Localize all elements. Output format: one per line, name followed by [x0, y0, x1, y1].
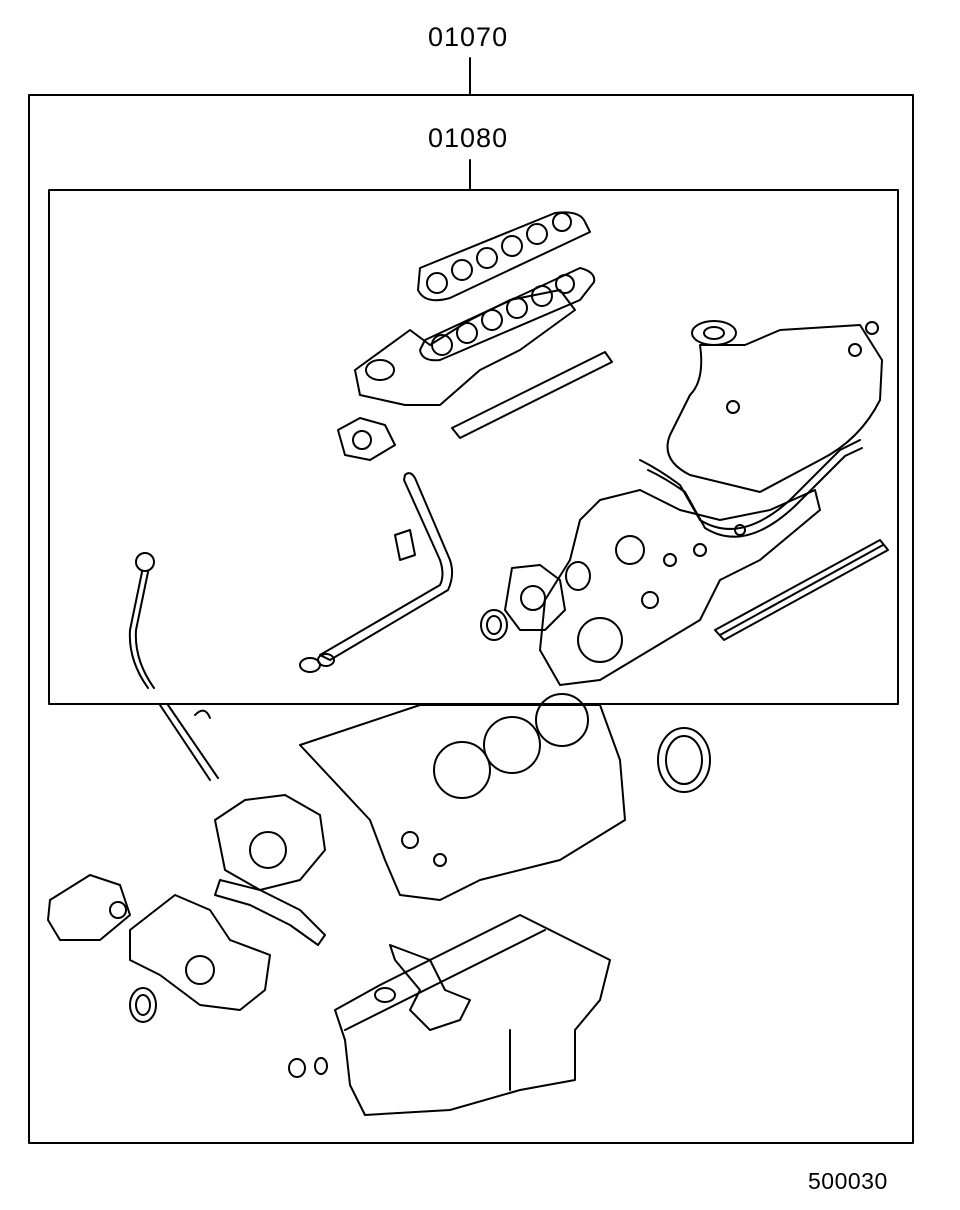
oil-strainer[interactable] [374, 944, 471, 1031]
crankshaft-rear-oil-seal[interactable] [657, 727, 711, 793]
oil-dipstick[interactable] [128, 552, 155, 689]
outer-kit-frame [28, 94, 914, 1144]
water-pump[interactable] [214, 794, 326, 891]
oil-dipstick-tube[interactable] [299, 472, 454, 673]
thermostat-housing[interactable] [504, 561, 591, 631]
oil-pan[interactable] [334, 914, 611, 1116]
oil-filter-bracket[interactable] [47, 874, 131, 941]
dipstick-guide-lower[interactable] [159, 704, 219, 781]
inner-kit-part-number[interactable]: 01080 [428, 123, 509, 153]
intake-manifold-gasket-upper[interactable] [417, 211, 591, 302]
crankshaft-front-oil-seal[interactable] [129, 987, 157, 1023]
exhaust-gasket-strip[interactable] [714, 539, 889, 641]
inner-kit-frame [48, 189, 899, 705]
oil-pump-gasket[interactable] [214, 879, 326, 946]
rocker-cover-gasket[interactable] [639, 439, 863, 538]
intake-plenum-gasket[interactable] [337, 289, 613, 461]
drain-plug-and-gasket[interactable] [288, 1057, 328, 1078]
outer-kit-part-number[interactable]: 01070 [428, 22, 509, 52]
engine-block[interactable] [299, 693, 626, 901]
illustration-reference-number: 500030 [808, 1168, 888, 1194]
camshaft-oil-seal[interactable] [480, 609, 508, 641]
timing-belt-cover[interactable] [129, 894, 271, 1011]
cylinder-head-gasket[interactable] [539, 489, 821, 686]
rocker-cover[interactable] [666, 320, 883, 493]
